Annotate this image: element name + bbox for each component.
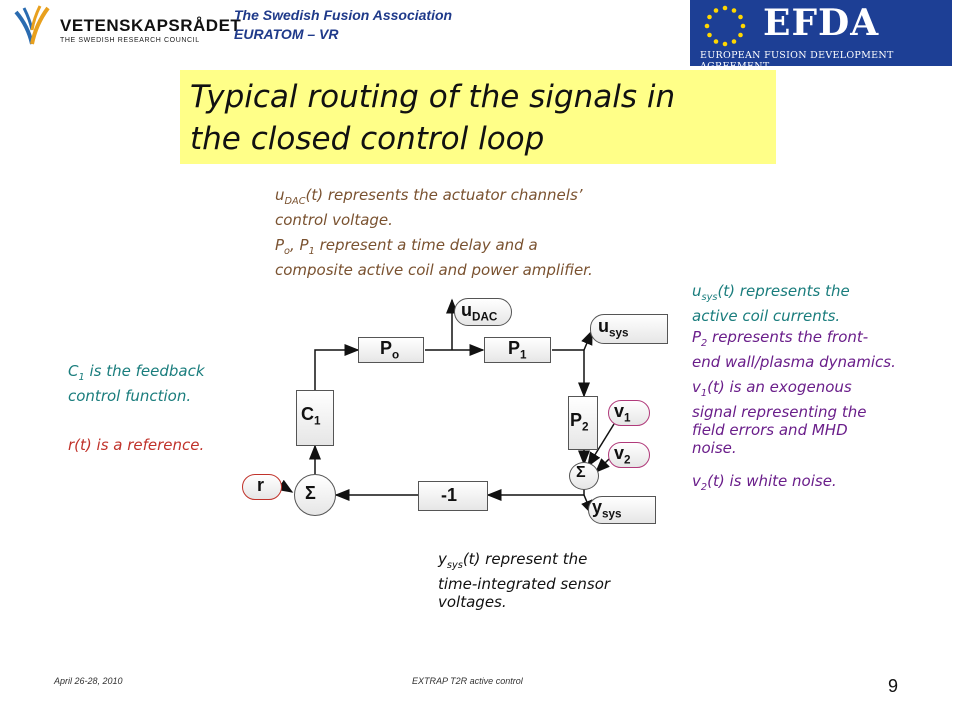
note-ysys: ysys(t) represent the time-integrated se…: [438, 550, 611, 611]
block-c1: [296, 390, 334, 446]
note-usys: usys(t) represents the active coil curre…: [692, 282, 850, 325]
vr-subtitle: THE SWEDISH RESEARCH COUNCIL: [60, 37, 200, 44]
block-p0-label: Po: [380, 338, 400, 362]
signal-udac-label: uDAC: [461, 300, 498, 324]
page-number: 9: [888, 676, 899, 696]
title-line-2: the closed control loop: [190, 121, 545, 157]
vr-name: VETENSKAPSRÅDET: [60, 16, 242, 35]
note-p0-p1: Po, P1 represent a time delay and a comp…: [275, 236, 593, 279]
signal-v2: [608, 442, 650, 468]
signal-ysys: [588, 496, 656, 524]
org-line-1: The Swedish Fusion Association: [234, 7, 453, 23]
signal-v1: [608, 400, 650, 426]
signal-r-label: r: [257, 475, 265, 495]
block-neg-gain-label: -1: [441, 485, 458, 505]
sum-left: [294, 474, 336, 516]
note-c1: C1 is the feedback control function.: [68, 362, 205, 405]
slide-title: Typical routing of the signals in the cl…: [190, 76, 675, 160]
block-p1-label: P1: [508, 338, 527, 362]
efda-subtitle: EUROPEAN FUSION DEVELOPMENT AGREEMENT: [700, 50, 894, 72]
footer-event: EXTRAP T2R active control: [412, 676, 523, 686]
signal-v1-label: v1: [614, 401, 631, 425]
block-neg-gain: [418, 481, 488, 511]
block-p1: [484, 337, 551, 363]
sum-right: [569, 462, 599, 490]
title-line-1: Typical routing of the signals in: [190, 79, 676, 115]
note-v1: v1(t) is an exogenous signal representin…: [692, 378, 867, 457]
efda-name: EFDA: [763, 2, 880, 44]
note-udac: uDAC(t) represents the actuator channels…: [275, 186, 583, 229]
org-header: The Swedish Fusion Association EURATOM –…: [234, 6, 452, 44]
block-c1-label: C1: [301, 404, 321, 428]
block-p2: [568, 396, 598, 450]
title-box: [180, 70, 776, 164]
block-p2-label: P2: [570, 410, 589, 434]
signal-usys: [590, 314, 668, 344]
footer-date: April 26-28, 2010: [54, 676, 123, 686]
signal-r: [242, 474, 282, 500]
vr-logo-mark: [14, 5, 50, 45]
sum-left-symbol: Σ: [305, 483, 316, 503]
vr-logo: [10, 4, 220, 50]
efda-logo: [690, 0, 952, 66]
signal-ysys-label: ysys: [592, 497, 622, 521]
sum-right-symbol: Σ: [576, 464, 586, 481]
eu-stars-icon: [704, 5, 746, 47]
note-p2: P2 represents the front- end wall/plasma…: [692, 328, 896, 371]
signal-usys-label: usys: [598, 316, 629, 340]
note-r: r(t) is a reference.: [68, 436, 205, 454]
signal-udac: [454, 298, 512, 326]
org-line-2: EURATOM – VR: [234, 26, 339, 42]
note-v2: v2(t) is white noise.: [692, 472, 837, 493]
signal-v2-label: v2: [614, 443, 631, 467]
block-p0: [358, 337, 424, 363]
